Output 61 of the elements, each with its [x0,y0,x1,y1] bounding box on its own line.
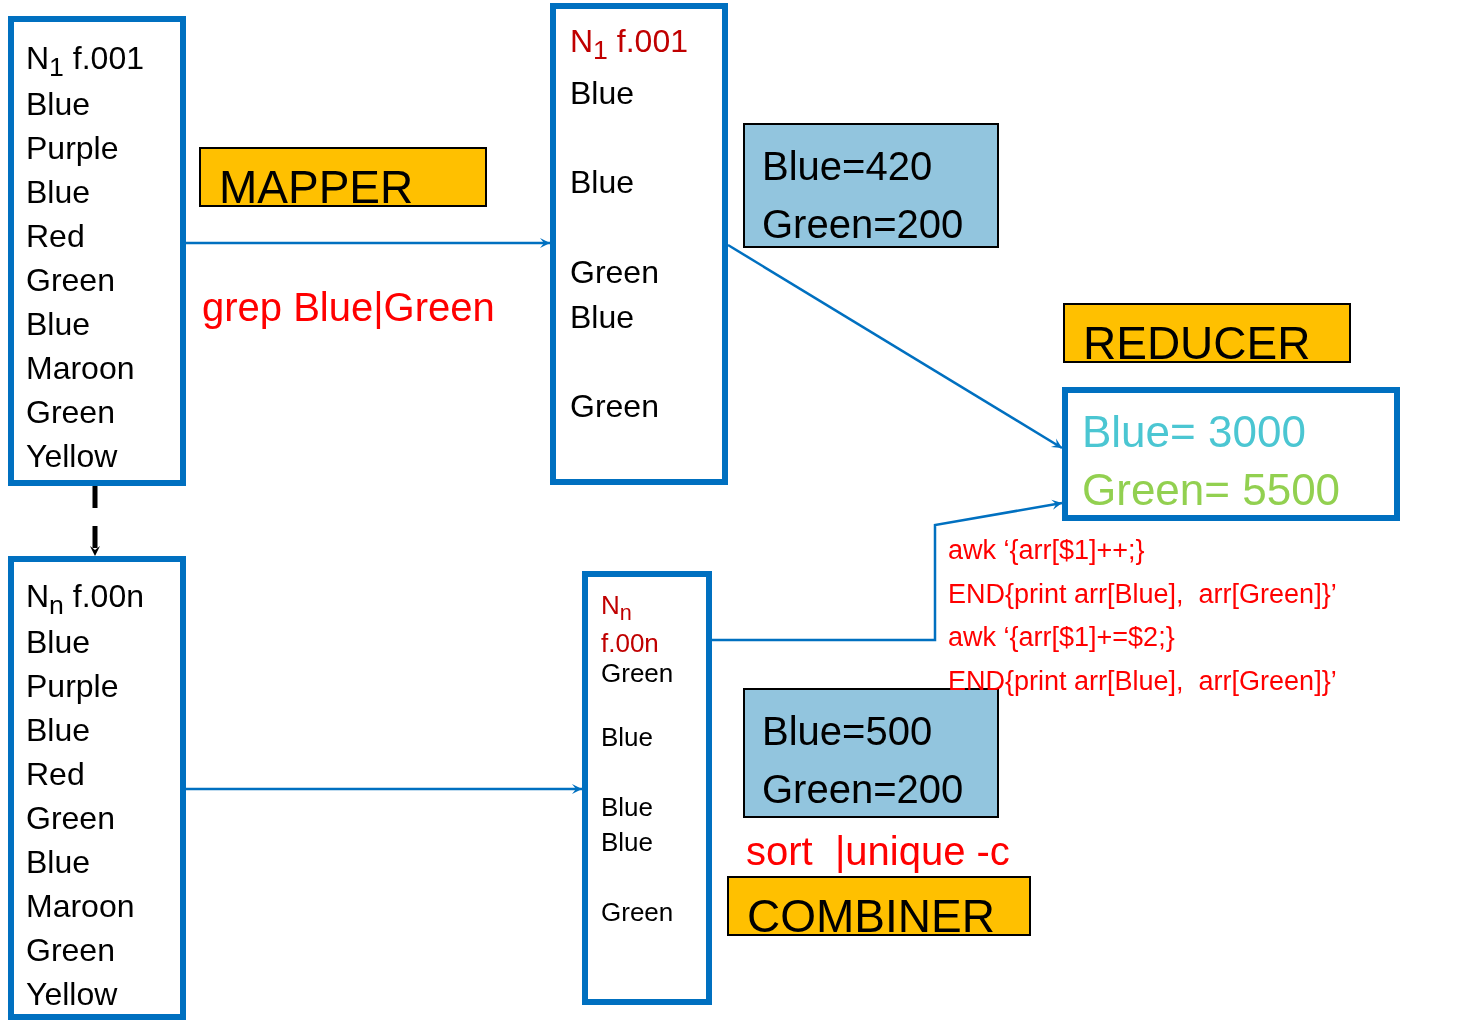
node-text: Blue [26,306,91,343]
node-text: N$_{n}$ f.00n [601,589,660,661]
stage-label [199,147,487,207]
node-text: Maroon [26,350,135,387]
stage-label [1063,303,1351,363]
node-text: Blue [26,86,91,123]
node-text: N$_{n}$ f.00n [26,578,144,622]
text-box [8,16,186,486]
node-text: Green [601,898,674,928]
node-text: MAPPER [219,161,414,214]
arrow [186,238,550,248]
node-text: Blue [601,793,654,823]
code-line: END{print arr[Blue], arr[Green]}’ [948,666,1337,698]
node-text: Yellow [26,438,118,475]
node-text: Blue [570,299,635,336]
node-text: Green [570,388,659,425]
node-text: Purple [26,130,119,167]
text-box [8,556,186,1020]
node-text: Blue [26,174,91,211]
node-text: Green [26,932,115,969]
node-text: Blue [26,624,91,661]
node-text: Maroon [26,888,135,925]
node-text: N$_{1}$ f.001 [26,40,144,84]
node-text: Green=200 [762,766,964,812]
node-text: Green [26,262,115,299]
arrow [90,486,100,556]
node-text: Blue=500 [762,708,933,754]
code-line: END{print arr[Blue], arr[Green]}’ [948,579,1337,611]
text-box [550,3,728,485]
node-text: Yellow [26,976,118,1013]
node-text: Green [601,659,674,689]
node-text: Blue [26,712,91,749]
stage-label [727,876,1031,936]
node-text: Green= 5500 [1082,465,1341,516]
node-text: Red [26,756,85,793]
node-text: Blue=420 [762,143,933,189]
node-text: Blue= 3000 [1082,407,1306,458]
node-text: Blue [601,723,654,753]
text-box [582,571,712,1005]
node-text: Green=200 [762,201,964,247]
node-text: N$_{1}$ f.001 [570,23,688,67]
node-text: Green [26,394,115,431]
node-text: COMBINER [747,890,995,943]
node-text: Blue [570,164,635,201]
arrow [186,784,582,794]
arrow [727,243,1063,450]
node-text: Blue [601,828,654,858]
node-text: REDUCER [1083,317,1311,370]
node-text: Green [26,800,115,837]
node-text: Purple [26,668,119,705]
arrow [712,499,1063,642]
node-text: Red [26,218,85,255]
node-text: Blue [26,844,91,881]
node-text: Green [570,254,659,291]
command-text: grep Blue|Green [202,284,495,330]
code-line: awk ‘{arr[$1]+=$2;} [948,622,1175,654]
node-text: Blue [570,75,635,112]
count-box [743,123,999,248]
command-text: sort |unique -c [746,828,1010,874]
text-box [1062,387,1400,521]
code-line: awk ‘{arr[$1]++;} [948,535,1145,567]
